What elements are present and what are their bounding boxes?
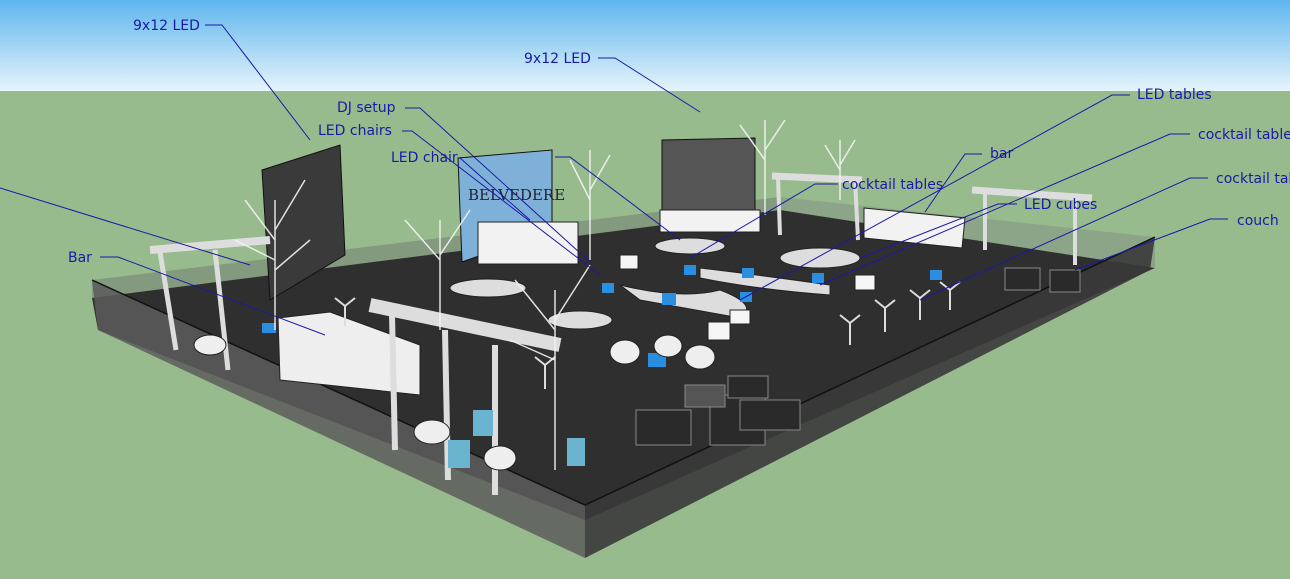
couches bbox=[635, 267, 1081, 446]
bar-left bbox=[277, 311, 421, 396]
stools bbox=[448, 410, 585, 468]
chairs bbox=[193, 334, 716, 471]
led-tables bbox=[449, 237, 861, 330]
label-led-tables: LED tables bbox=[1137, 87, 1212, 103]
label-cocktail-tables-right: cocktail tal bbox=[1216, 171, 1290, 187]
white-cubes bbox=[619, 254, 876, 341]
label-couch: couch bbox=[1237, 213, 1279, 229]
back-wall bbox=[92, 197, 780, 298]
label-led-cubes: LED cubes bbox=[1024, 197, 1098, 213]
pergola-left bbox=[149, 236, 271, 371]
label-led-chair: LED chair bbox=[391, 150, 458, 166]
label-dj-setup: DJ setup bbox=[337, 100, 396, 116]
pergola-center bbox=[368, 298, 562, 495]
label-led-chairs: LED chairs bbox=[318, 123, 392, 139]
stage-front bbox=[659, 209, 761, 233]
leader-lines bbox=[0, 24, 1228, 336]
sky bbox=[0, 0, 1290, 91]
trees bbox=[234, 119, 856, 470]
label-bar-right: bar bbox=[990, 146, 1014, 162]
label-9x12-led-center: 9x12 LED bbox=[524, 51, 591, 67]
wall-top-edge bbox=[91, 236, 1156, 506]
label-cocktail-tables-mid: cocktail tables bbox=[842, 177, 944, 193]
label-9x12-led-left: 9x12 LED bbox=[133, 18, 200, 34]
floor bbox=[92, 210, 1155, 520]
front-right-wall bbox=[585, 237, 1155, 558]
led-screen-right bbox=[661, 137, 756, 216]
label-cocktail-tables-top: cocktail table bbox=[1198, 127, 1290, 143]
cocktail-tables bbox=[334, 281, 961, 389]
dj-booth bbox=[477, 221, 579, 265]
label-bar-left: Bar bbox=[68, 250, 92, 266]
